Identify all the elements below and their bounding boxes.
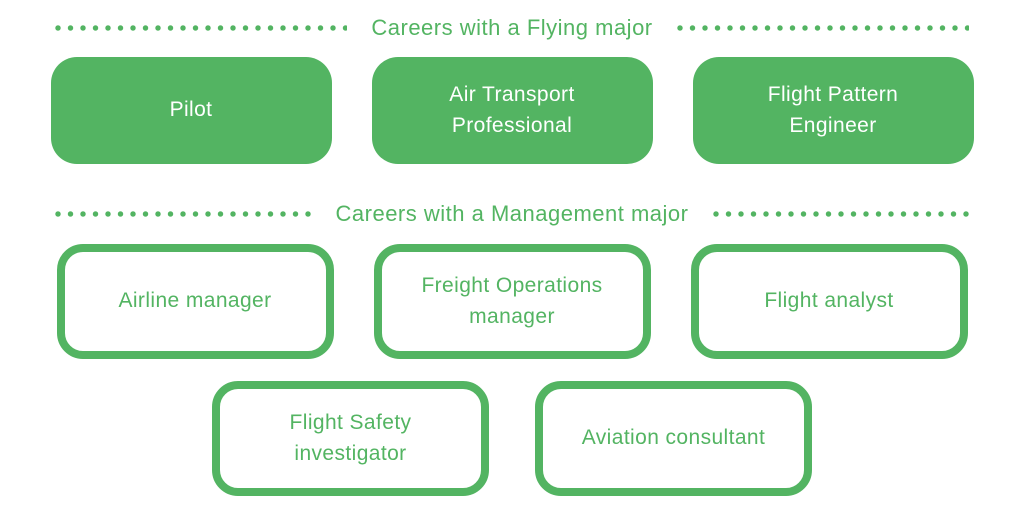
- career-card-label: Airline manager: [118, 289, 272, 313]
- career-card-flight-safety-investigator: Flight Safety investigator: [212, 381, 489, 496]
- career-card-label: Pilot: [169, 98, 213, 122]
- career-card-label: Air Transport Professional: [449, 83, 575, 137]
- management-section-title: Careers with a Management major: [335, 201, 689, 226]
- career-card-flight-analyst: Flight analyst: [690, 244, 968, 359]
- career-card-flight-pattern-engineer: Flight Pattern Engineer: [692, 57, 974, 164]
- management-section-header: Careers with a Management major: [55, 201, 970, 227]
- flying-section-header: Careers with a Flying major: [55, 15, 969, 41]
- career-card-air-transport-professional: Air Transport Professional: [371, 57, 653, 164]
- dotted-line-right: [712, 211, 970, 217]
- career-card-pilot: Pilot: [50, 57, 332, 164]
- career-card-label: Flight analyst: [764, 289, 894, 313]
- career-card-aviation-consultant: Aviation consultant: [535, 381, 812, 496]
- dotted-line-left: [55, 25, 348, 31]
- career-card-freight-operations-manager: Freight Operations manager: [373, 244, 651, 359]
- career-card-label: Freight Operations manager: [421, 274, 603, 328]
- management-career-row-1: Airline manager Freight Operations manag…: [0, 244, 1024, 359]
- dotted-line-right: [676, 25, 969, 31]
- career-card-label: Flight Pattern Engineer: [767, 83, 899, 137]
- career-card-label: Aviation consultant: [581, 426, 766, 450]
- career-card-airline-manager: Airline manager: [56, 244, 334, 359]
- management-career-row-2: Flight Safety investigator Aviation cons…: [0, 381, 1024, 496]
- flying-section-title: Careers with a Flying major: [371, 15, 653, 40]
- career-card-label: Flight Safety investigator: [289, 411, 412, 465]
- flying-career-row: Pilot Air Transport Professional Flight …: [0, 57, 1024, 164]
- dotted-line-left: [55, 211, 312, 217]
